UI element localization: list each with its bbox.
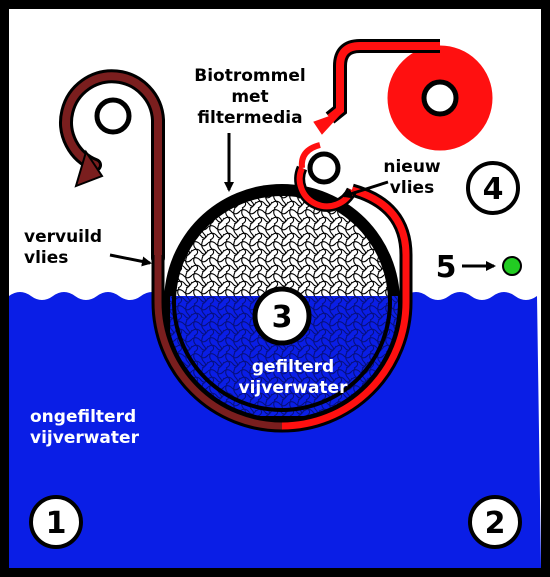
guide-roller [307,151,341,185]
unfiltered-water-label-line2: vijverwater [30,428,140,448]
dirty-roll-core [94,97,132,135]
dirty-fleece-label-line1: vervuild [24,227,102,247]
marker-4: 4 [466,161,520,215]
marker-4-number: 4 [483,172,504,207]
drum-axle [252,286,312,346]
new-fleece-label-line1: nieuw [383,157,441,177]
new-fleece-label-line2: vlies [390,178,434,198]
clean-fleece-arrowhead [313,111,343,135]
marker-2: 2 [468,495,522,549]
dirty-fleece-strip [62,72,162,262]
dirty-fleece-roll [59,69,165,265]
drum-label-line1: Biotrommel [194,66,305,86]
guide-fleece-top [298,142,321,169]
clean-roll-core [421,79,459,117]
dirty-fleece-label-line2: vlies [24,248,68,268]
guide-fleece [296,166,355,210]
level-sensor [502,256,522,276]
unfiltered-water-label-line1: ongefilterd [30,407,136,427]
marker-5-number: 5 [436,250,457,285]
bio-drum [164,184,400,420]
marker-1: 1 [29,495,83,549]
dirty-fleece-arrowhead [74,149,104,188]
dirty-fleece-pointer-arrow [109,253,152,267]
fleece-wrap-dirty [154,255,283,430]
fleece-wrap-clean [281,186,410,430]
drum-label-line2: met [231,87,268,107]
marker-3-number: 3 [272,300,293,335]
filtered-water-label-line2: vijverwater [239,378,349,398]
clean-fleece-feed [327,42,440,122]
marker-2-number: 2 [485,506,506,541]
drum-label-line3: filtermedia [197,108,302,128]
marker-3: 3 [272,300,293,335]
filtered-water-label-line1: gefilterd [252,357,334,377]
new-fleece-pointer-arrow [342,180,389,199]
clean-fleece-roll [294,39,493,212]
marker-1-number: 1 [46,506,67,541]
